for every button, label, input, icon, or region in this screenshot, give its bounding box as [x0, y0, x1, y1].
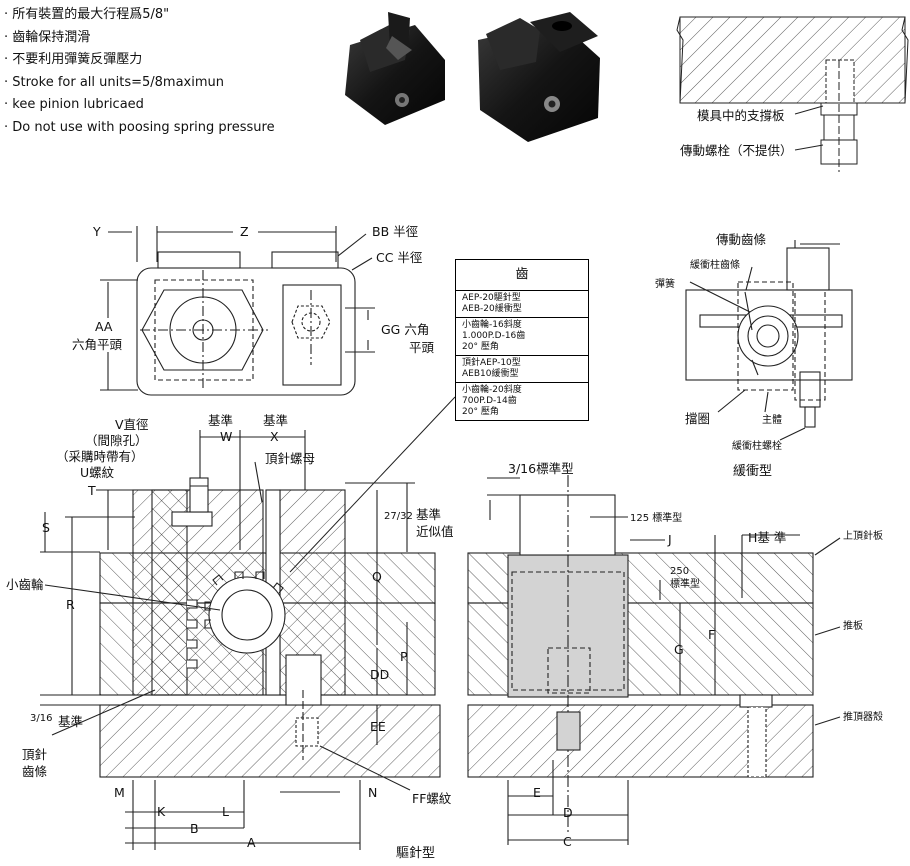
note-item: · 齒輪保持潤滑: [4, 29, 91, 45]
top-plate-label: 上頂針板: [843, 531, 883, 542]
note-item: · Stroke for all units=5/8maximun: [4, 74, 225, 90]
std-316-label: 3/16標準型: [508, 461, 574, 476]
dim-ee: EE: [370, 719, 386, 734]
dim-h: H基 準: [748, 530, 787, 545]
base-approx-label: 基準: [416, 507, 442, 522]
note-item: · kee pinion lubricaed: [4, 97, 144, 112]
dim-aa: AA: [95, 319, 113, 334]
frac-3-16: 3/16: [30, 713, 53, 724]
dim-cc: CC 半徑: [376, 250, 423, 265]
ff-thread-label: FF螺紋: [412, 791, 452, 806]
dim-n: N: [368, 785, 378, 800]
dim-l: L: [222, 804, 229, 819]
dim-p: P: [400, 649, 408, 664]
dim-m: M: [114, 785, 125, 800]
dim-u: U螺紋: [80, 465, 115, 480]
dim-j: J: [668, 532, 672, 547]
dim-e: E: [533, 785, 541, 800]
body-label: 主體: [762, 415, 782, 426]
top-view-drawing: [100, 226, 375, 396]
rack-label-1: 頂針: [22, 747, 48, 762]
table-cell: AEB-20緩衝型: [462, 304, 522, 314]
std-125-label: 125 標準型: [630, 513, 683, 524]
approx-label: 近似值: [416, 524, 454, 539]
drive-bolt-label: 傳動螺栓（不提供）: [680, 143, 793, 158]
table-cell: 20° 壓角: [462, 342, 499, 352]
rack-label-2: 齒條: [22, 764, 48, 779]
pinion-label: 小齒輪: [6, 577, 44, 592]
driver-type-drawing: [40, 430, 441, 850]
push-plate-label: 推板: [843, 621, 863, 632]
table-header: 齒: [456, 260, 588, 291]
dim-aa-note: 六角平頭: [72, 337, 123, 352]
dim-d: D: [563, 805, 573, 820]
note-item: · 不要利用彈簧反彈壓力: [4, 52, 143, 67]
notes-list: · 所有裝置的最大行程爲5/8" · 齒輪保持潤滑 · 不要利用彈簧反彈壓力 ·…: [4, 4, 275, 139]
frac-27-32: 27/32: [384, 511, 413, 522]
driver-type-title: 驅針型: [396, 846, 436, 861]
table-cell: 小齒輪-20斜度: [462, 385, 522, 395]
spring-label: 彈簧: [655, 279, 675, 290]
dim-w: W: [220, 429, 233, 444]
dim-x: X: [270, 429, 279, 444]
table-row: 小齒輪-20斜度 700P.D-14齒 20° 壓角: [456, 383, 588, 420]
table-cell: AEB10緩衝型: [462, 369, 519, 379]
dim-g: G: [674, 642, 684, 657]
product-photo-2: [478, 12, 600, 142]
support-plate-label: 模具中的支撐板: [697, 108, 785, 123]
dim-a: A: [247, 835, 256, 850]
table-cell: 700P.D-14齒: [462, 396, 517, 406]
product-photo-1: [345, 12, 445, 125]
table-row: 頂針AEP-10型 AEB10緩衝型: [456, 356, 588, 383]
dim-s: S: [42, 520, 50, 535]
gear-spec-table: 齒 AEP-20驅針型 AEB-20緩衝型 小齒輪-16斜度 1.000P.D-…: [455, 259, 589, 421]
dim-f: F: [708, 627, 716, 642]
retainer-label: 擋圈: [685, 411, 711, 426]
note-item: · 所有裝置的最大行程爲5/8": [4, 7, 170, 22]
dim-v: V直徑: [115, 417, 149, 432]
support-plate-drawing: [676, 16, 909, 172]
table-cell: AEP-20驅針型: [462, 293, 521, 303]
dim-bb: BB 半徑: [372, 224, 419, 239]
dim-y: Y: [93, 224, 101, 239]
dim-v-note2: （采購時帶有）: [56, 449, 144, 464]
buffer-bolt-label: 緩衝柱螺栓: [732, 441, 782, 452]
dim-z: Z: [240, 224, 249, 239]
dim-b: B: [190, 821, 199, 836]
dim-k: K: [157, 804, 166, 819]
table-row: AEP-20驅針型 AEB-20緩衝型: [456, 291, 588, 318]
table-cell: 20° 壓角: [462, 407, 499, 417]
dim-gg: GG 六角: [381, 322, 430, 337]
drive-rack-label: 傳動齒條: [716, 232, 767, 247]
dim-v-note1: （間隙孔）: [85, 433, 148, 448]
table-cell: 頂針AEP-10型: [462, 358, 521, 368]
std-250: 250: [670, 566, 690, 577]
base-316-label: 基準: [58, 714, 84, 729]
dim-c: C: [563, 834, 572, 849]
dim-r: R: [66, 597, 75, 612]
table-row: 小齒輪-16斜度 1.000P.D-16齒 20° 壓角: [456, 318, 588, 356]
dim-q: Q: [372, 569, 382, 584]
buffer-rack-label: 緩衝柱齒條: [690, 260, 740, 271]
base-w-label: 基準: [208, 413, 234, 428]
buffer-type-title: 緩衝型: [733, 464, 773, 479]
buffer-view-drawing: [685, 240, 853, 441]
base-x-label: 基準: [263, 413, 289, 428]
ejector-drawing: [467, 475, 841, 845]
ejector-housing-label: 推頂器殼: [843, 712, 883, 723]
dim-dd: DD: [370, 667, 390, 682]
dim-gg-note: 平頭: [409, 340, 435, 355]
dim-t: T: [88, 483, 96, 498]
pin-nut-label: 頂針螺母: [265, 451, 316, 466]
table-cell: 1.000P.D-16齒: [462, 331, 526, 341]
note-item: · Do not use with poosing spring pressur…: [4, 119, 275, 135]
table-cell: 小齒輪-16斜度: [462, 320, 522, 330]
std-250-note: 標準型: [670, 579, 700, 590]
